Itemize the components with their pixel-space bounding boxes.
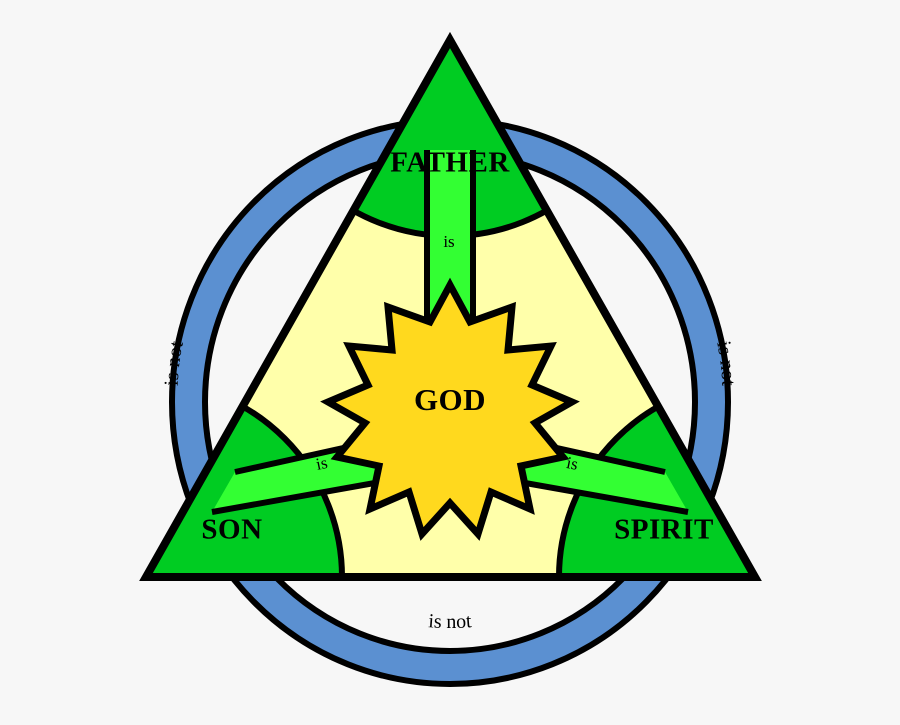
label-god: GOD [414,382,486,417]
label-is-son-god: is [314,453,329,474]
node-labels: FATHER SON SPIRIT GOD [201,147,713,546]
label-father: FATHER [390,147,510,179]
is-not-labels: is not is not is not [161,339,740,633]
label-spirit: SPIRIT [614,514,714,546]
label-son: SON [201,514,262,546]
is-labels: is is is [314,232,580,474]
label-is-spirit-god: is [565,453,580,474]
label-is-father-god: is [443,232,454,251]
label-is-not-son-spirit: is not [428,610,473,633]
triangle-outline [139,31,762,581]
